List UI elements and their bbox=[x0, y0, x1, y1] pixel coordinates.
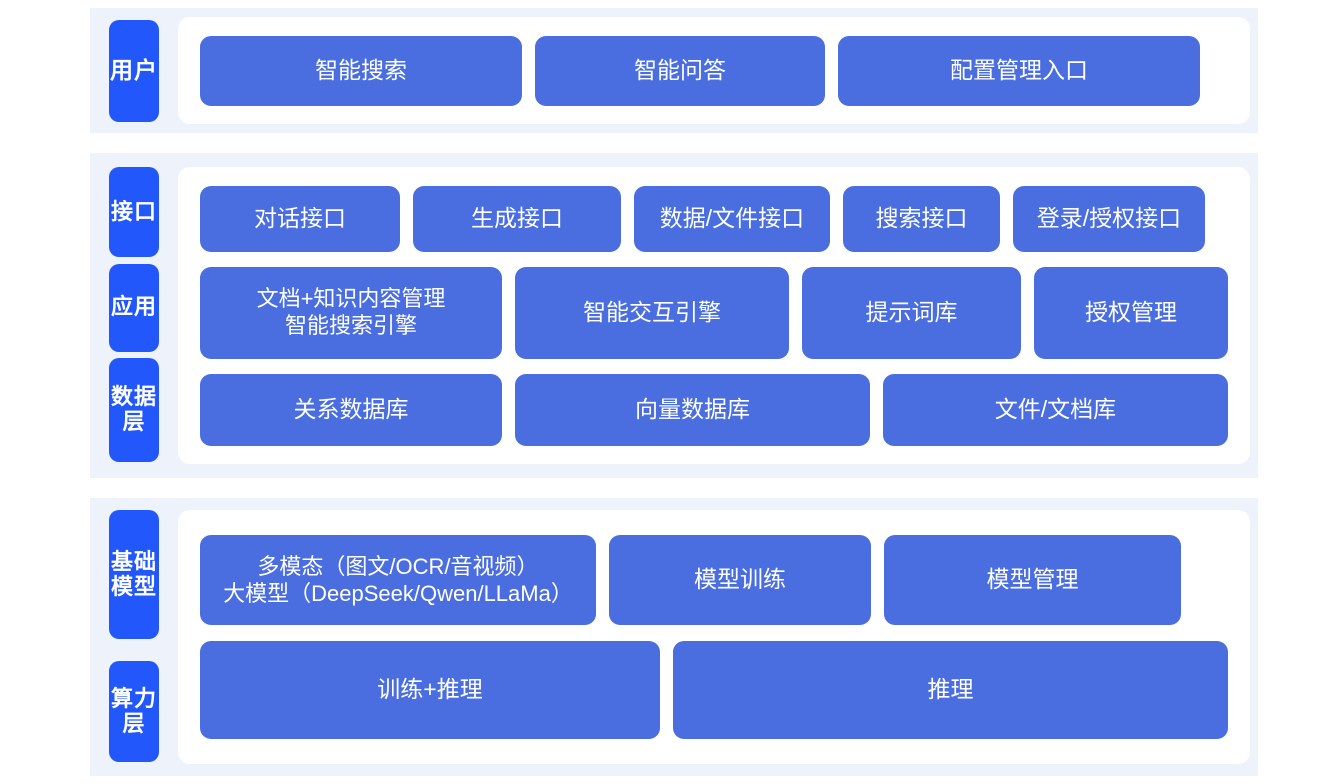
row-compute: 训练+推理 推理 bbox=[178, 641, 1250, 739]
rail-label-foundation-model: 基础模型 bbox=[109, 510, 159, 639]
node-model-management[interactable]: 模型管理 bbox=[884, 535, 1181, 625]
section-application-layer: 接口 应用 数据层 对话接口 生成接口 数据/文件接口 搜索接口 登录/授权接口… bbox=[90, 153, 1258, 478]
node-config-management-entry[interactable]: 配置管理入口 bbox=[838, 35, 1200, 106]
node-document-knowledge-management[interactable]: 文档+知识内容管理 智能搜索引擎 bbox=[200, 266, 502, 359]
node-vector-database[interactable]: 向量数据库 bbox=[515, 373, 870, 446]
node-login-auth-api[interactable]: 登录/授权接口 bbox=[1013, 185, 1205, 252]
node-model-training[interactable]: 模型训练 bbox=[609, 535, 871, 625]
section-user-layer: 用户 智能搜索 智能问答 配置管理入口 bbox=[90, 8, 1258, 133]
plate-infrastructure: 多模态（图文/OCR/音视频） 大模型（DeepSeek/Qwen/LLaMa）… bbox=[178, 510, 1250, 764]
rail-label-application: 应用 bbox=[109, 263, 159, 352]
plate-application: 对话接口 生成接口 数据/文件接口 搜索接口 登录/授权接口 文档+知识内容管理… bbox=[178, 167, 1250, 464]
rail-label-data-layer: 数据层 bbox=[109, 358, 159, 462]
node-intelligent-search[interactable]: 智能搜索 bbox=[200, 35, 522, 106]
section-infrastructure-layer: 基础模型 算力层 多模态（图文/OCR/音视频） 大模型（DeepSeek/Qw… bbox=[90, 498, 1258, 776]
rail-user: 用户 bbox=[90, 8, 178, 133]
row-api: 对话接口 生成接口 数据/文件接口 搜索接口 登录/授权接口 bbox=[178, 185, 1250, 252]
row-modules: 文档+知识内容管理 智能搜索引擎 智能交互引擎 提示词库 授权管理 bbox=[178, 266, 1250, 359]
rail-label-compute-layer: 算力层 bbox=[109, 661, 159, 762]
node-multimodal-large-model[interactable]: 多模态（图文/OCR/音视频） 大模型（DeepSeek/Qwen/LLaMa） bbox=[200, 535, 596, 625]
node-generation-api[interactable]: 生成接口 bbox=[413, 185, 621, 252]
node-dialog-api[interactable]: 对话接口 bbox=[200, 185, 400, 252]
node-relational-database[interactable]: 关系数据库 bbox=[200, 373, 502, 446]
rail-application: 接口 应用 数据层 bbox=[90, 153, 178, 478]
node-prompt-library[interactable]: 提示词库 bbox=[802, 266, 1021, 359]
node-data-file-api[interactable]: 数据/文件接口 bbox=[634, 185, 830, 252]
rail-infrastructure: 基础模型 算力层 bbox=[90, 498, 178, 776]
rail-label-interface: 接口 bbox=[109, 167, 159, 257]
node-training-and-inference[interactable]: 训练+推理 bbox=[200, 641, 660, 739]
rail-label-user: 用户 bbox=[109, 19, 159, 122]
row-user-entry: 智能搜索 智能问答 配置管理入口 bbox=[178, 35, 1250, 106]
node-file-document-store[interactable]: 文件/文档库 bbox=[883, 373, 1228, 446]
node-search-api[interactable]: 搜索接口 bbox=[843, 185, 1000, 252]
node-authorization-management[interactable]: 授权管理 bbox=[1034, 266, 1228, 359]
row-data-stores: 关系数据库 向量数据库 文件/文档库 bbox=[178, 373, 1250, 446]
node-inference[interactable]: 推理 bbox=[673, 641, 1228, 739]
node-intelligent-interaction-engine[interactable]: 智能交互引擎 bbox=[515, 266, 789, 359]
row-models: 多模态（图文/OCR/音视频） 大模型（DeepSeek/Qwen/LLaMa）… bbox=[178, 535, 1250, 625]
plate-user: 智能搜索 智能问答 配置管理入口 bbox=[178, 17, 1250, 124]
node-intelligent-qa[interactable]: 智能问答 bbox=[535, 35, 825, 106]
